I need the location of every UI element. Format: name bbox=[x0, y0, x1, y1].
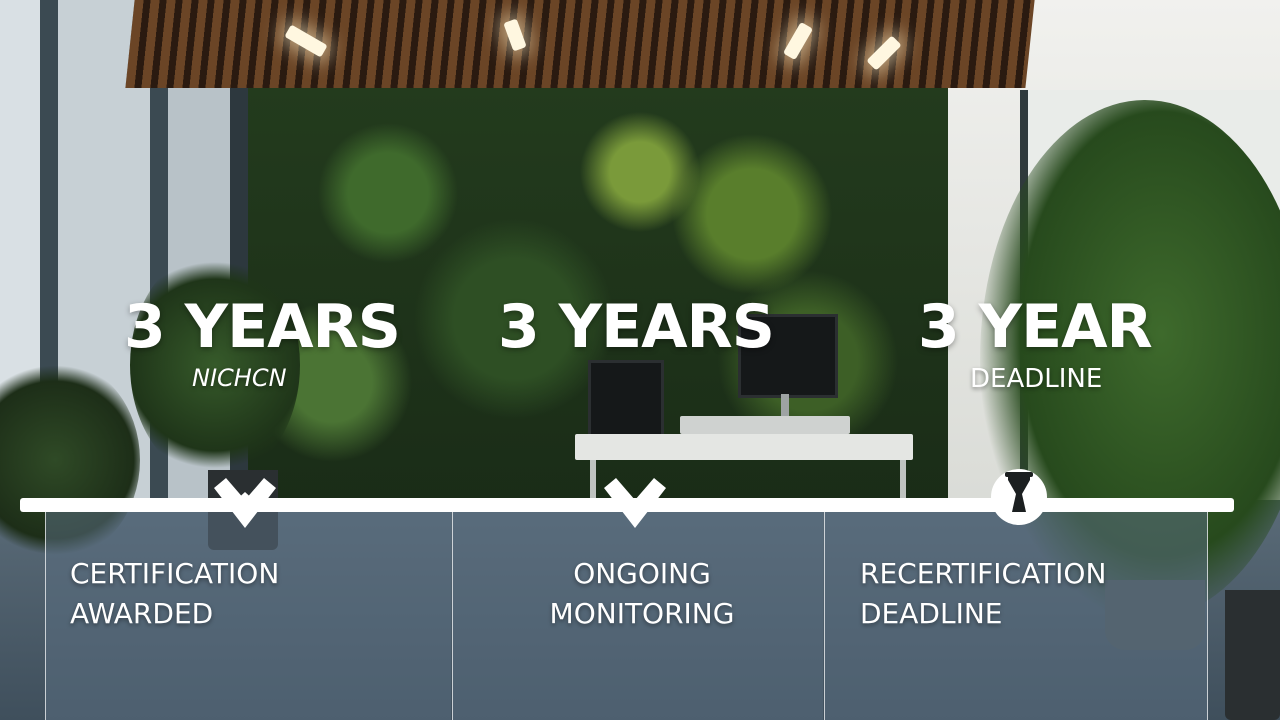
stage-1-heading: 3 YEARS bbox=[124, 292, 401, 362]
stage-2-heading: 3 YEARS bbox=[498, 292, 775, 362]
keyboard bbox=[680, 416, 850, 434]
plant-pot bbox=[1225, 590, 1280, 720]
stage-3-heading: 3 YEAR bbox=[918, 292, 1153, 362]
timeline-panel bbox=[45, 508, 451, 720]
stage-3-label-line1: RECERTIFICATION bbox=[860, 557, 1107, 590]
stage-2-label: ONGOING MONITORING bbox=[456, 554, 828, 634]
stage-2-label-line1: ONGOING bbox=[573, 557, 711, 590]
stage-3-subheading: DEADLINE bbox=[970, 364, 1103, 394]
stage-2-label-line2: MONITORING bbox=[549, 597, 735, 630]
stage-1-label: CERTIFICATION AWARDED bbox=[70, 554, 279, 634]
hourglass-icon bbox=[988, 466, 1050, 528]
desk bbox=[575, 434, 913, 460]
stage-1-label-line2: AWARDED bbox=[70, 597, 214, 630]
monitor-stand bbox=[781, 394, 789, 416]
checkmark-icon bbox=[212, 478, 278, 530]
potted-plant bbox=[130, 250, 300, 480]
timeline-panel bbox=[452, 508, 823, 720]
stage-1-subheading: NICHCN bbox=[192, 364, 287, 392]
stage-3-label: RECERTIFICATION DEADLINE bbox=[860, 554, 1106, 634]
checkmark-icon bbox=[602, 478, 668, 530]
monitor bbox=[588, 360, 664, 438]
timeline-panel bbox=[824, 508, 1208, 720]
stage-3-label-line2: DEADLINE bbox=[860, 597, 1003, 630]
desk-leg bbox=[590, 460, 596, 510]
stage-1-label-line1: CERTIFICATION bbox=[70, 557, 280, 590]
desk-leg bbox=[900, 460, 906, 510]
